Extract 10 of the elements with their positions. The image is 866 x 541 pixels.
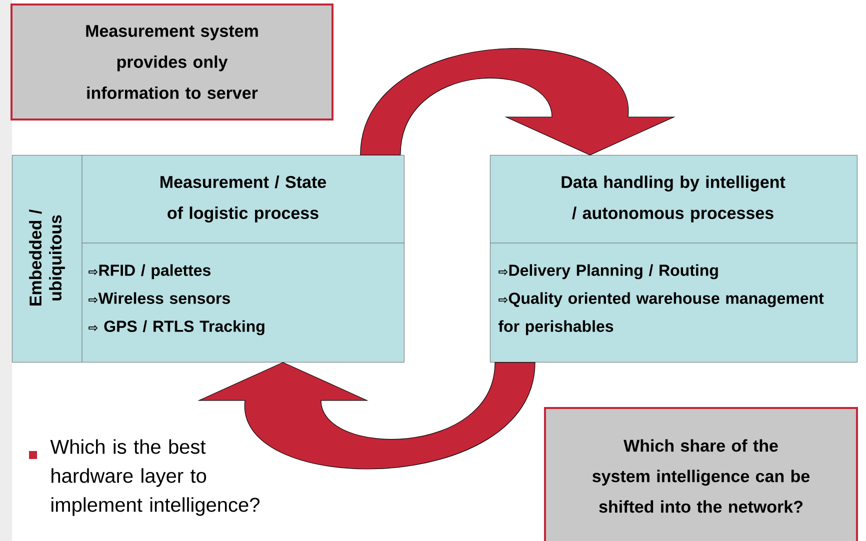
list-item: ⇨RFID / palettes (88, 264, 210, 280)
list-item: ⇨Wireless sensors (88, 292, 230, 304)
callout-box: Measurement system provides only information to server (10, 4, 334, 120)
note-text: Which is the best hardware layer to implement intelligence? (50, 439, 260, 516)
curved-block-arrow (360, 48, 674, 156)
curved-block-arrow (198, 362, 536, 469)
list-item: ⇨ GPS / RTLS Tracking (88, 320, 264, 336)
callout-box: Which share of the system intelligence can be shifted into the network? (544, 407, 858, 541)
list-item: ⇨Quality oriented warehouse management for perishables (498, 292, 824, 336)
list-item: ⇨Delivery Planning / Routing (498, 264, 718, 280)
